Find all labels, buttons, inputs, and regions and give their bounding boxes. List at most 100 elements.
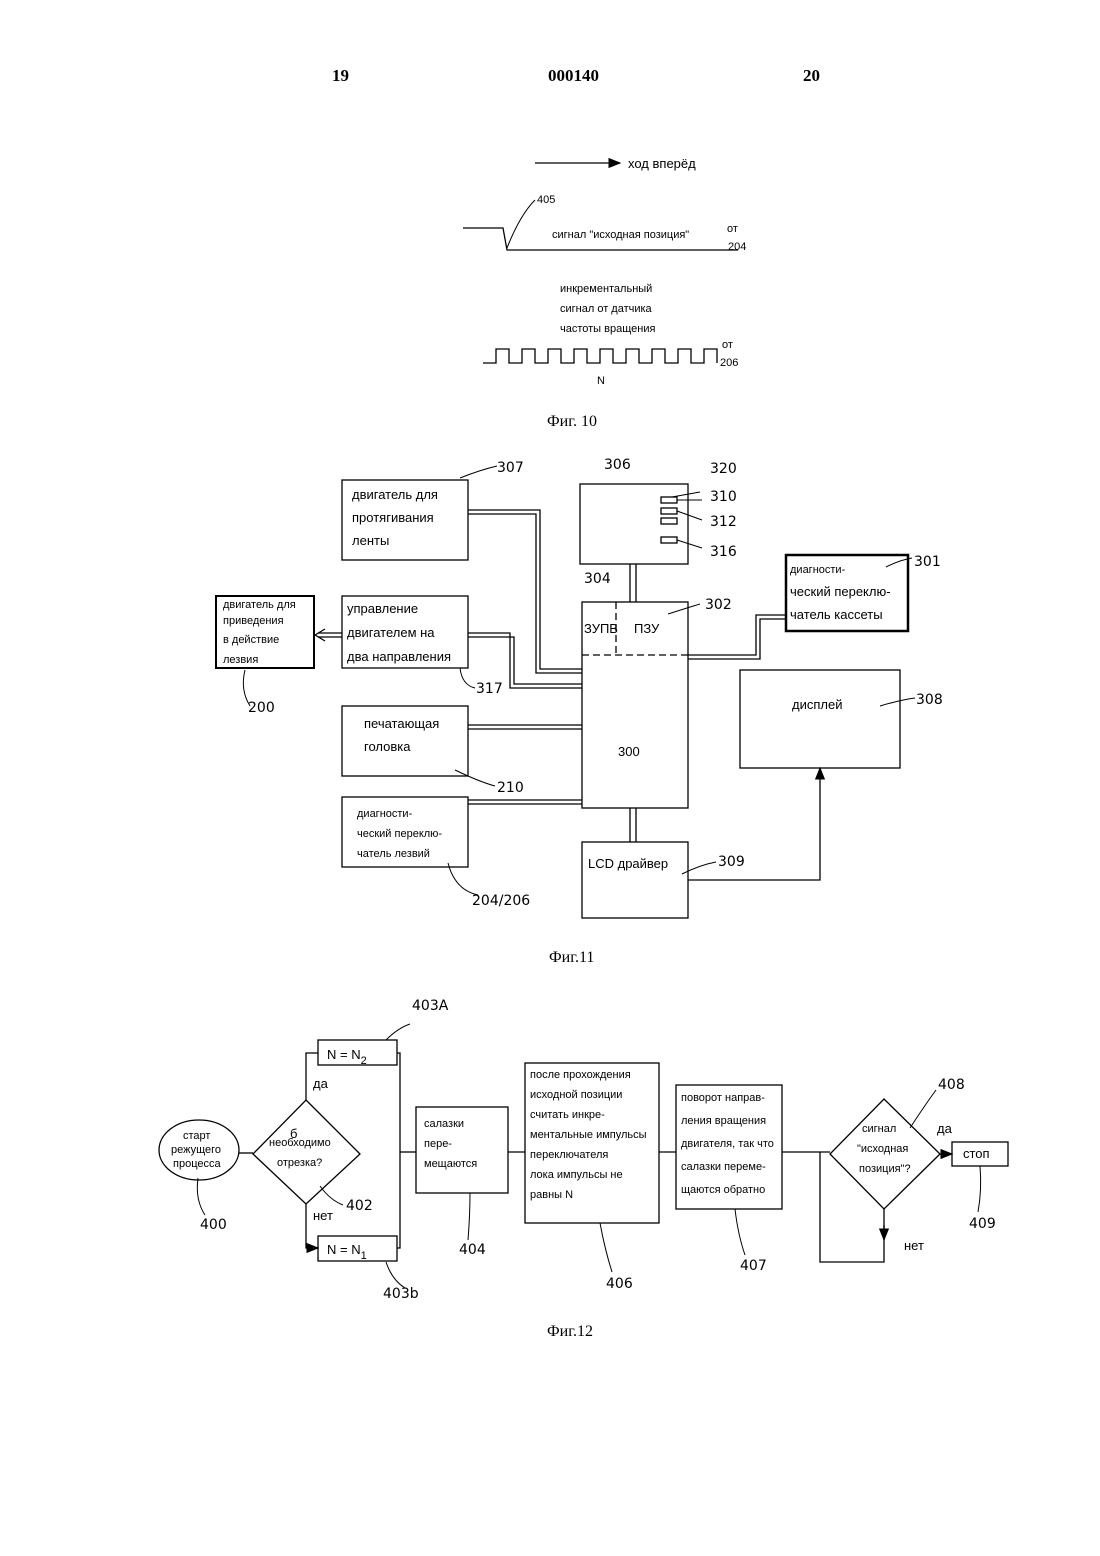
- decision-line-2: отрезка?: [277, 1157, 322, 1169]
- print-head-line-2: головка: [364, 739, 411, 754]
- ref-404: 404: [459, 1242, 486, 1258]
- leader-409: [978, 1166, 981, 1212]
- cassette-diag-line-1: диагности-: [790, 564, 846, 576]
- incremental-line-3: частоты вращения: [560, 323, 655, 335]
- ref-405-leader: [507, 200, 535, 248]
- ref-200: 200: [248, 700, 275, 716]
- decision-line-1: необходимо: [269, 1137, 331, 1149]
- no-label-1: нет: [313, 1208, 333, 1223]
- tape-motor-line-2: протягивания: [352, 510, 434, 525]
- stop-label: стоп: [963, 1146, 990, 1161]
- slide-line-2: пере-: [424, 1138, 452, 1150]
- blade-motor-line-3: в действие: [223, 634, 279, 646]
- ref-405: 405: [537, 194, 555, 206]
- ref-310: 310: [710, 489, 737, 505]
- start-line-3: процесса: [173, 1158, 221, 1170]
- merge-path: [397, 1053, 400, 1248]
- ref-204-206: 204/206: [472, 893, 530, 909]
- blade-motor-link: [318, 633, 342, 637]
- blade-motor-arrowhead: [315, 629, 325, 641]
- slot-312b: [661, 518, 677, 524]
- n2-label: N = N2: [327, 1047, 367, 1067]
- ref-406: 406: [606, 1276, 633, 1292]
- ref-403b: 403b: [383, 1286, 419, 1302]
- leader-403b: [386, 1262, 405, 1288]
- ref-308: 308: [916, 692, 943, 708]
- cpu-lcd-link: [630, 808, 636, 842]
- leader-308: [880, 698, 915, 706]
- home-q-line-1: сигнал: [862, 1123, 896, 1135]
- leader-204-206: [448, 863, 478, 895]
- print-head-line-1: печатающая: [364, 716, 439, 731]
- incremental-pulse-trace: [483, 349, 717, 363]
- display-box: [740, 670, 900, 768]
- blade-motor-line-4: лезвия: [223, 654, 258, 666]
- decision-mark: б: [290, 1126, 297, 1141]
- ref-400: 400: [200, 1217, 227, 1233]
- reverse-line-2: ления вращения: [681, 1115, 766, 1127]
- home-q-line-3: позиция"?: [859, 1163, 911, 1175]
- ref-204: 204: [728, 241, 746, 253]
- leader-403a: [386, 1024, 410, 1040]
- lcd-driver-label: LCD драйвер: [588, 856, 668, 871]
- yes-label-1: да: [313, 1076, 329, 1091]
- blade-diag-link: [468, 800, 582, 804]
- ref-210: 210: [497, 780, 524, 796]
- ram-label: ЗУПВ: [584, 621, 618, 636]
- leader-317: [460, 668, 475, 688]
- lcd-display-link: [688, 768, 820, 880]
- cut-decision-diamond: [253, 1100, 360, 1204]
- figure-12-caption: Фиг.12: [547, 1323, 593, 1340]
- cassette-diag-link: [688, 615, 786, 659]
- count-line-7: равны N: [530, 1189, 573, 1201]
- count-line-3: считать инкре-: [530, 1109, 605, 1121]
- bidir-control-link: [468, 633, 582, 688]
- ref-301: 301: [914, 554, 941, 570]
- tape-motor-line-3: ленты: [352, 533, 389, 548]
- figure-11-caption: Фиг.11: [549, 949, 594, 966]
- slot-316: [661, 537, 677, 543]
- incremental-line-2: сигнал от датчика: [560, 303, 653, 315]
- start-line-1: старт: [183, 1130, 210, 1142]
- leader-307: [460, 466, 497, 478]
- reverse-line-5: щаются обратно: [681, 1184, 765, 1196]
- from-label-1: от: [727, 223, 738, 235]
- home-q-line-2: "исходная: [857, 1143, 908, 1155]
- leader-408: [910, 1090, 936, 1128]
- ref-206: 206: [720, 357, 738, 369]
- count-line-5: переключателя: [530, 1149, 608, 1161]
- slot-310: [661, 497, 677, 503]
- ref-407: 407: [740, 1258, 767, 1274]
- blade-motor-line-2: приведения: [223, 615, 284, 627]
- rom-306-link: [630, 564, 636, 602]
- reverse-line-3: двигателя, так что: [681, 1138, 774, 1150]
- reverse-line-1: поворот направ-: [681, 1092, 765, 1104]
- leader-402: [320, 1186, 343, 1205]
- ref-306: 306: [604, 457, 631, 473]
- tape-motor-line-1: двигатель для: [352, 487, 438, 502]
- ref-402: 402: [346, 1198, 373, 1214]
- cpu-label: 300: [618, 744, 640, 759]
- leader-406: [600, 1223, 612, 1272]
- home-signal-label: сигнал "исходная позиция": [552, 229, 689, 241]
- slide-line-3: мещаются: [424, 1158, 477, 1170]
- ref-302: 302: [705, 597, 732, 613]
- slide-line-1: салазки: [424, 1118, 464, 1130]
- leader-407: [735, 1209, 745, 1255]
- ref-316: 316: [710, 544, 737, 560]
- leader-302: [668, 604, 700, 614]
- bidir-control-line-1: управление: [347, 601, 418, 616]
- ref-312: 312: [710, 514, 737, 530]
- reverse-line-4: салазки переме-: [681, 1161, 766, 1173]
- rom-label: ПЗУ: [634, 621, 660, 636]
- ref-403a: 403A: [412, 998, 449, 1014]
- ref-307: 307: [497, 460, 524, 476]
- leader-404: [468, 1193, 470, 1240]
- tape-motor-link: [468, 510, 582, 673]
- ref-409: 409: [969, 1216, 996, 1232]
- blade-diag-line-2: ческий переклю-: [357, 828, 442, 840]
- ref-408: 408: [938, 1077, 965, 1093]
- count-line-6: лока импульсы не: [530, 1169, 623, 1181]
